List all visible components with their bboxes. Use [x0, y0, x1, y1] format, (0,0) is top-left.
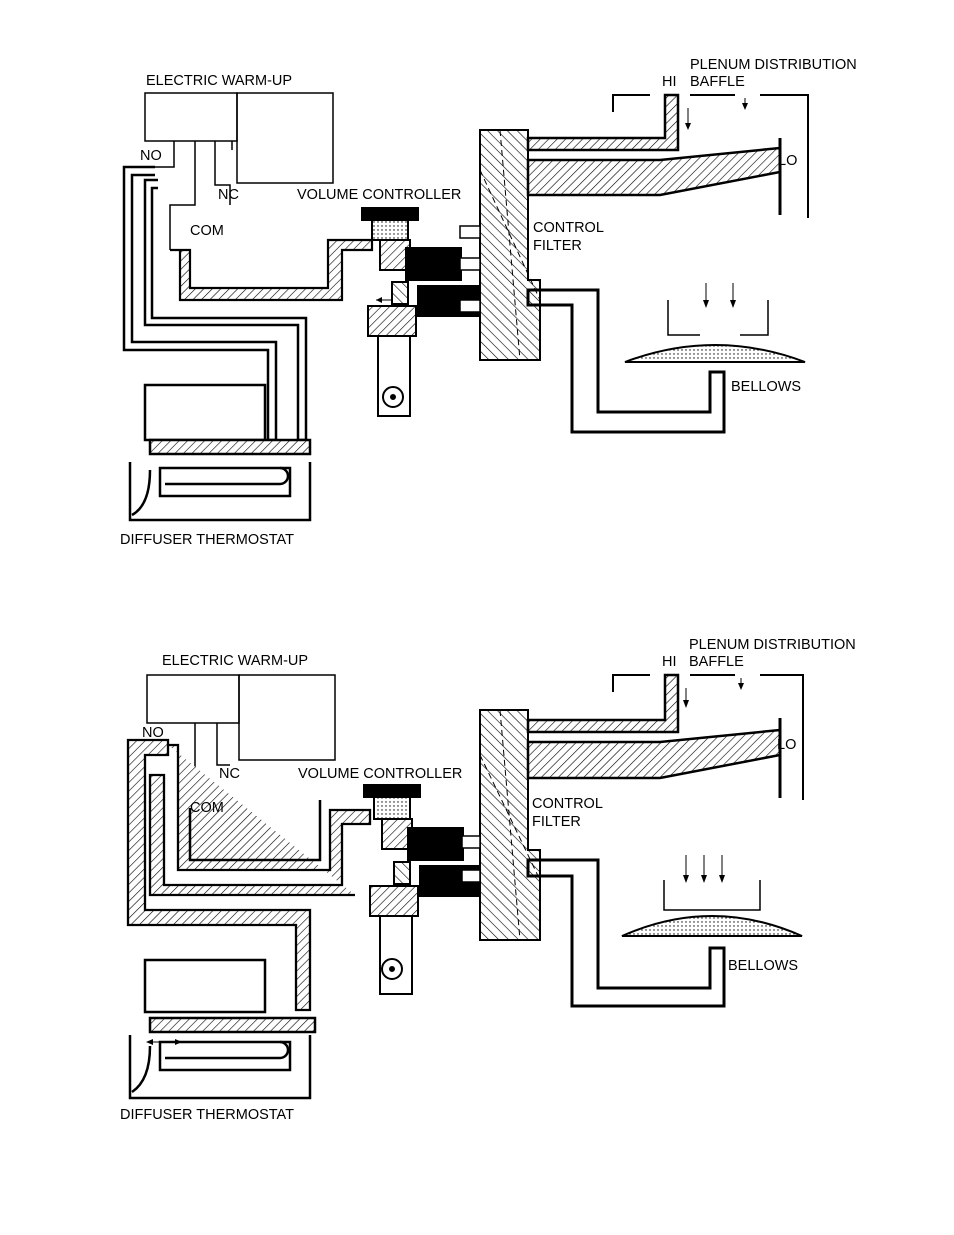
volume-controller	[363, 784, 481, 995]
plenum-wall	[612, 674, 650, 692]
bellows-label: BELLOWS	[728, 958, 799, 974]
baffle-label: BAFFLE	[690, 74, 745, 90]
bellows-label: BELLOWS	[731, 379, 802, 395]
control-label: CONTROL	[532, 796, 603, 812]
main-to-thermostat-line	[143, 178, 308, 442]
plenum-wall-right	[760, 674, 804, 800]
diffuser-thermostat-label: DIFFUSER THERMOSTAT	[120, 532, 294, 548]
bellows	[621, 855, 803, 937]
hi-label: HI	[662, 654, 677, 670]
volume-controller-label: VOLUME CONTROLLER	[297, 187, 462, 203]
hi-pickup-tube	[526, 673, 680, 734]
plenum-wall	[612, 94, 650, 112]
com-branch-tube	[148, 743, 372, 897]
diagram-top: ELECTRIC WARM-UP NO NC COM VOLUME CONTRO…	[0, 0, 954, 560]
no-branch-tube	[126, 738, 312, 1012]
diffuser-thermostat	[128, 958, 317, 1100]
no-label: NO	[140, 148, 162, 164]
volume-controller-label: VOLUME CONTROLLER	[298, 766, 463, 782]
com-label: COM	[190, 800, 224, 816]
electric-warmup-label: ELECTRIC WARM-UP	[146, 73, 293, 89]
lo-label: LO	[777, 737, 797, 753]
pneumatic-schematic-top	[122, 92, 809, 522]
lo-pickup-tube	[526, 146, 782, 197]
pneumatic-schematic-bottom	[126, 673, 804, 1100]
diffuser-thermostat-label: DIFFUSER THERMOSTAT	[120, 1107, 294, 1123]
baffle-label: BAFFLE	[689, 654, 744, 670]
electric-warmup-label: ELECTRIC WARM-UP	[162, 653, 309, 669]
com-line	[188, 800, 322, 862]
filter-label: FILTER	[533, 238, 582, 254]
control-label: CONTROL	[533, 220, 604, 236]
filter-label: FILTER	[532, 814, 581, 830]
diffuser-thermostat	[128, 383, 312, 522]
com-label: COM	[190, 223, 224, 239]
lo-label: LO	[778, 153, 798, 169]
hi-pickup-tube	[526, 93, 680, 152]
plenum-wall-right	[760, 94, 809, 218]
bellows	[624, 283, 806, 363]
com-supply-tube	[170, 238, 374, 302]
lo-pickup-tube	[526, 728, 782, 780]
nc-label: NC	[219, 766, 240, 782]
plenum-distribution-label: PLENUM DISTRIBUTION	[690, 57, 857, 73]
hi-label: HI	[662, 74, 677, 90]
no-branch-line	[122, 165, 278, 442]
electric-warmup-relay	[144, 92, 334, 250]
plenum-distribution-label: PLENUM DISTRIBUTION	[689, 637, 856, 653]
no-label: NO	[142, 725, 164, 741]
bellows-line	[526, 288, 726, 434]
nc-label: NC	[218, 187, 239, 203]
diagram-bottom: ELECTRIC WARM-UP NO NC COM VOLUME CONTRO…	[0, 580, 954, 1140]
bellows-line	[526, 858, 726, 1008]
